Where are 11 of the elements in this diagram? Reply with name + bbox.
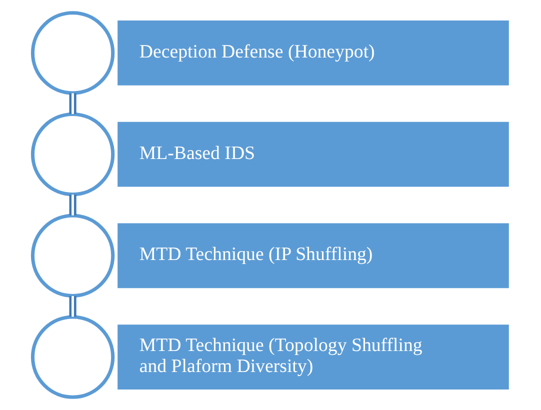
connector xyxy=(69,93,76,114)
node-circle xyxy=(30,112,115,196)
node-box: Deception Defense (Honeypot) xyxy=(118,20,509,86)
node-box: MTD Technique (IP Shuffling) xyxy=(118,223,509,288)
node-circle xyxy=(30,214,115,298)
node-circle xyxy=(30,315,115,399)
node-circle xyxy=(30,11,115,95)
connector xyxy=(69,296,76,317)
node-box: ML-Based IDS xyxy=(118,122,509,187)
connector xyxy=(69,194,76,216)
node-box: MTD Technique (Topology Shuffling and Plaform Diversity) xyxy=(118,324,509,390)
